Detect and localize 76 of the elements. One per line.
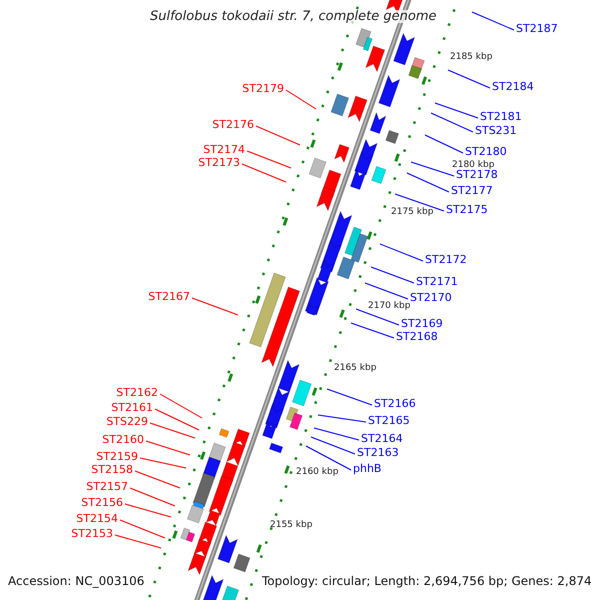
gene-label: ST2162 [116,386,158,399]
leader-line [134,470,180,488]
gene-label: ST2164 [361,432,403,445]
leader-line [326,388,372,406]
leader-line [314,428,360,440]
scale-label: 2175 kbp [391,206,434,219]
leader-line [310,436,356,454]
gene-label: ST2181 [480,110,522,123]
leader-line [150,422,196,438]
leader-line [448,70,490,88]
scale-label: 2160 kbp [296,466,338,479]
leader-line [192,298,238,316]
gene-label: ST2171 [416,275,458,288]
leader-line [406,172,450,192]
leader-line [114,534,162,548]
leader-line [356,308,400,326]
leader-line [256,126,300,146]
gene-label: ST2161 [111,401,153,414]
scale-label: 2155 kbp [270,519,312,532]
leader-line [306,446,352,470]
gene-label: ST2167 [148,290,190,303]
leader-line [146,440,190,456]
gene-label: ST2178 [456,168,498,181]
gene-label: ST2176 [212,118,254,131]
leader-line [472,12,514,30]
leader-line [120,520,166,538]
leader-line [364,282,408,300]
leader-line [318,414,366,422]
gene-label: ST2165 [368,414,410,427]
gene-label: ST2187 [516,22,558,35]
leader-line [242,164,286,182]
gene-label: ST2180 [465,145,507,158]
gene-label: ST2166 [374,397,416,410]
gene-label: ST2163 [357,446,399,459]
leader-line [424,134,464,154]
gene-label: ST2179 [242,82,284,95]
gene-label: ST2177 [451,184,493,197]
leader-line [140,458,186,468]
leader-line [124,504,172,518]
leader-line [434,102,478,118]
leader-line [350,322,394,338]
leader-line [394,194,444,212]
leader-line [380,244,424,262]
gene-label: ST2157 [86,480,128,493]
leader-line [160,394,202,418]
gene-label: ST2175 [446,203,488,216]
gene-label: ST2184 [492,80,534,93]
gene-label: ST2168 [396,330,438,343]
gene-label: ST2159 [96,450,138,463]
gene-label: ST2173 [198,156,240,169]
leader-line [430,112,474,132]
gene-label: ST2153 [71,527,113,540]
leader-line [246,150,292,168]
leader-line [410,162,454,176]
leader-line [286,90,316,110]
gene-label: ST2172 [425,253,467,266]
leader-line [370,266,414,284]
gene-label: ST2160 [102,433,144,446]
map-title: Sulfolobus tokodaii str. 7, complete genome [148,10,438,23]
accession-label: Accession: NC_003106 [8,575,144,588]
scale-label: 2170 kbp [368,300,410,313]
gene-label: phhB [353,462,382,475]
genome-summary: Topology: circular; Length: 2,694,756 bp; Genes: 2,874 [262,575,592,588]
gene-label: ST2170 [410,291,452,304]
gene-label: STS229 [106,415,148,428]
leader-line [154,408,200,430]
leader-line [130,488,176,506]
gene-label: ST2154 [76,512,118,525]
scale-label: 2180 kbp [452,159,494,170]
gene-label: ST2174 [203,143,245,156]
gene-label: STS231 [475,124,517,137]
scale-label: 2165 kbp [334,362,376,375]
gene-label: ST2169 [401,317,443,330]
scale-label: 2185 kbp [450,51,492,64]
gene-label: ST2156 [81,496,123,509]
gene-label: ST2158 [91,463,133,476]
